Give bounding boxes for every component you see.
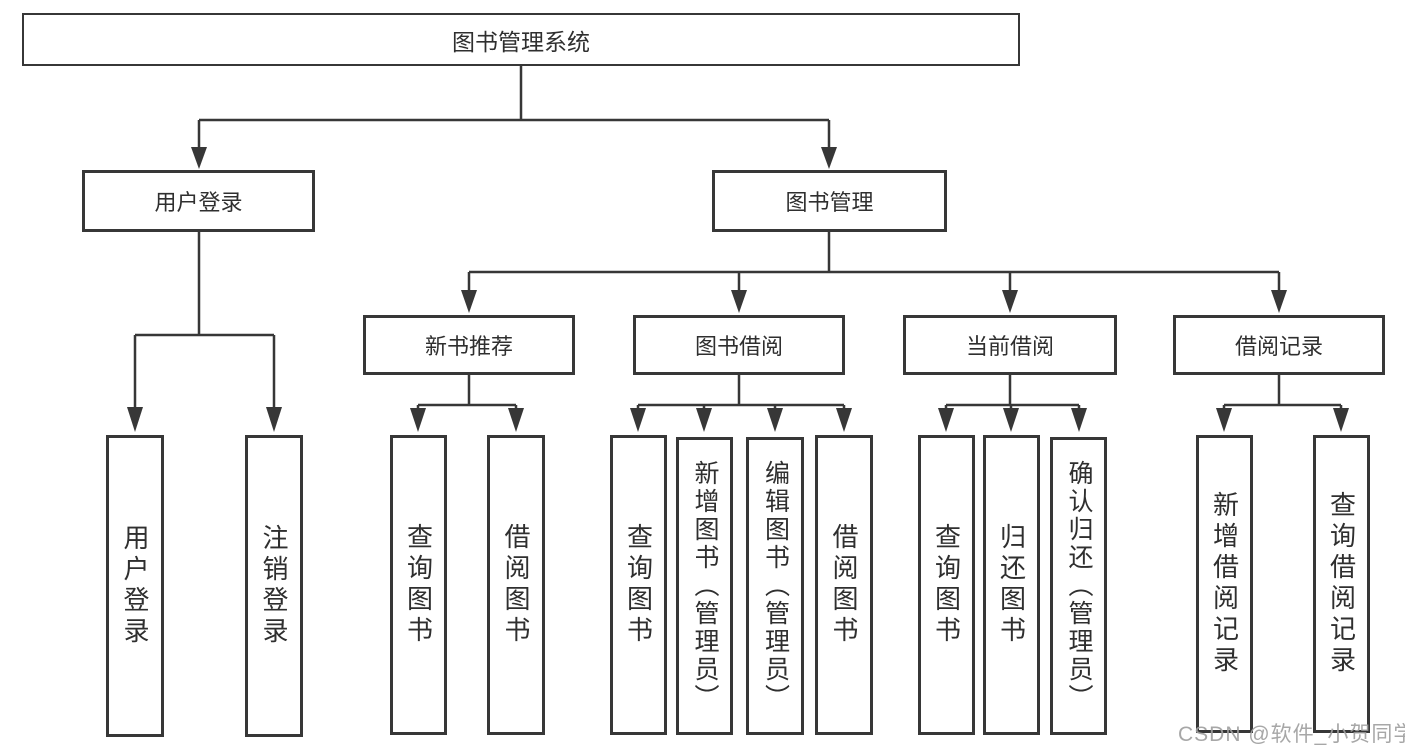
branch-book-management-label: 图书管理 <box>785 190 874 215</box>
leaf-br-query-record-label: 查询借阅记录 <box>1326 491 1357 677</box>
section-current-borrow: 当前借阅 <box>903 315 1117 375</box>
leaf-rec-query-books: 查询图书 <box>390 435 447 735</box>
leaf-bb-edit-books-label: 编辑图书（管理员） <box>761 460 790 712</box>
leaf-logout-label: 注销登录 <box>259 524 289 648</box>
leaf-bb-add-books: 新增图书（管理员） <box>676 437 733 735</box>
leaf-cb-confirm-return-label: 确认归还（管理员） <box>1065 460 1093 712</box>
leaf-cb-query-books: 查询图书 <box>918 435 975 735</box>
leaf-bb-edit-books: 编辑图书（管理员） <box>746 437 804 735</box>
watermark: CSDN @软件_小贺同学 <box>1178 723 1405 746</box>
leaf-br-query-record: 查询借阅记录 <box>1313 435 1370 733</box>
branch-user-login: 用户登录 <box>82 170 315 232</box>
section-book-borrow: 图书借阅 <box>633 315 845 375</box>
node-root-label: 图书管理系统 <box>452 28 590 55</box>
leaf-bb-query-books: 查询图书 <box>610 435 667 735</box>
node-root: 图书管理系统 <box>22 13 1020 66</box>
branch-book-management: 图书管理 <box>712 170 947 232</box>
leaf-user-login-label: 用户登录 <box>120 524 150 648</box>
section-new-book-recommend: 新书推荐 <box>363 315 575 375</box>
leaf-bb-add-books-label: 新增图书（管理员） <box>691 460 719 712</box>
leaf-logout: 注销登录 <box>245 435 303 737</box>
section-borrow-records-label: 借阅记录 <box>1234 334 1323 359</box>
leaf-cb-return-books: 归还图书 <box>983 435 1040 735</box>
leaf-user-login: 用户登录 <box>106 435 164 737</box>
leaf-rec-query-books-label: 查询图书 <box>403 523 434 647</box>
leaf-cb-confirm-return: 确认归还（管理员） <box>1050 437 1107 735</box>
leaf-bb-query-books-label: 查询图书 <box>623 523 654 647</box>
leaf-bb-borrow-books: 借阅图书 <box>815 435 873 735</box>
leaf-rec-borrow-books-label: 借阅图书 <box>501 523 531 647</box>
section-current-borrow-label: 当前借阅 <box>965 334 1054 359</box>
leaf-cb-query-books-label: 查询图书 <box>931 523 962 647</box>
branch-user-login-label: 用户登录 <box>154 190 243 215</box>
section-borrow-records: 借阅记录 <box>1173 315 1385 375</box>
leaf-br-add-record: 新增借阅记录 <box>1196 435 1253 733</box>
leaf-br-add-record-label: 新增借阅记录 <box>1209 491 1240 677</box>
leaf-bb-borrow-books-label: 借阅图书 <box>829 523 859 647</box>
leaf-cb-return-books-label: 归还图书 <box>996 523 1027 647</box>
section-new-book-recommend-label: 新书推荐 <box>424 334 513 359</box>
leaf-rec-borrow-books: 借阅图书 <box>487 435 545 735</box>
section-book-borrow-label: 图书借阅 <box>694 334 783 359</box>
